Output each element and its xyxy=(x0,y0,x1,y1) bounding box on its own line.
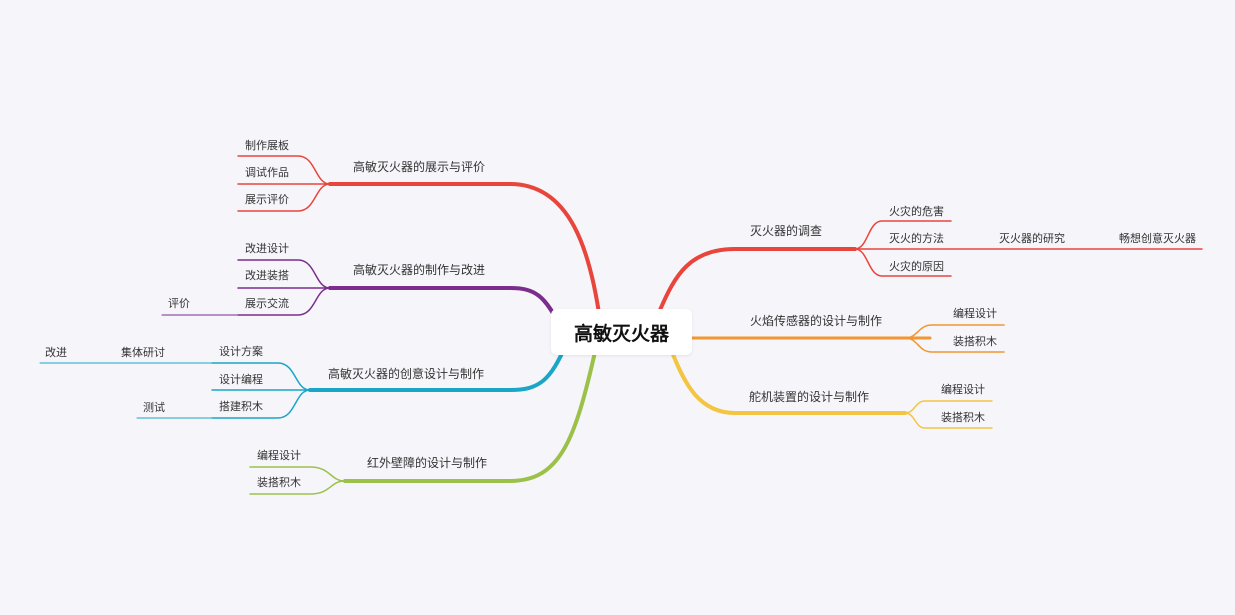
link-b7-c0 xyxy=(904,400,993,414)
leaf-group-discussion[interactable]: 集体研讨 xyxy=(121,346,165,359)
link-b5-c2 xyxy=(854,248,952,277)
link-root-b7 xyxy=(670,350,907,415)
link-b1-c0 xyxy=(237,155,331,185)
link-b2-c2 xyxy=(237,287,331,316)
leaf-assemble-blocks-6[interactable]: 装搭积木 xyxy=(953,335,997,348)
leaf-improve-assembly[interactable]: 改进装搭 xyxy=(245,269,289,282)
link-b3-c0 xyxy=(211,362,311,391)
leaf-programming-design-6[interactable]: 编程设计 xyxy=(953,307,997,320)
leaf-improve-design[interactable]: 改进设计 xyxy=(245,242,289,255)
leaf-test[interactable]: 测试 xyxy=(143,401,165,414)
link-root-b1 xyxy=(328,182,602,322)
leaf-design-plan[interactable]: 设计方案 xyxy=(219,345,263,358)
leaf-programming-design-7[interactable]: 编程设计 xyxy=(941,383,985,396)
leaf-design-programming[interactable]: 设计编程 xyxy=(219,373,263,386)
leaf-make-display-board[interactable]: 制作展板 xyxy=(245,139,289,152)
leaf-programming-design-4[interactable]: 编程设计 xyxy=(257,449,301,462)
link-b2-c0 xyxy=(237,259,331,289)
branch-creative-design[interactable]: 高敏灭火器的创意设计与制作 xyxy=(328,367,485,381)
leaf-extinguisher-research[interactable]: 灭火器的研究 xyxy=(999,232,1065,245)
branch-flame-sensor[interactable]: 火焰传感器的设计与制作 xyxy=(750,314,883,328)
leaf-assemble-blocks-4[interactable]: 装搭积木 xyxy=(257,476,301,489)
link-b6-c1 xyxy=(904,337,1005,353)
branch-showcase-evaluation[interactable]: 高敏灭火器的展示与评价 xyxy=(353,160,486,174)
leaf-fire-causes[interactable]: 火灾的原因 xyxy=(889,260,944,273)
link-b3-c2 xyxy=(211,389,311,419)
leaf-fire-hazards[interactable]: 火灾的危害 xyxy=(889,205,944,218)
link-root-b3 xyxy=(308,343,568,392)
branch-servo-device[interactable]: 舵机装置的设计与制作 xyxy=(749,390,870,404)
leaf-debug-work[interactable]: 调试作品 xyxy=(245,166,289,179)
link-b6-c0 xyxy=(904,324,1005,339)
leaf-show-exchange[interactable]: 展示交流 xyxy=(245,297,289,310)
link-b1-c2 xyxy=(237,183,331,212)
link-root-b5 xyxy=(658,247,857,312)
link-b4-c0 xyxy=(249,466,346,482)
leaf-show-evaluate[interactable]: 展示评价 xyxy=(245,193,289,206)
leaf-improve[interactable]: 改进 xyxy=(45,346,67,359)
link-b7-c1 xyxy=(904,412,993,429)
link-b5-c0 xyxy=(854,220,952,250)
leaf-evaluate[interactable]: 评价 xyxy=(168,297,190,310)
root-node[interactable]: 高敏灭火器 xyxy=(551,309,692,355)
leaf-build-blocks[interactable]: 搭建积木 xyxy=(219,400,263,413)
leaf-imagine-extinguisher[interactable]: 畅想创意灭火器 xyxy=(1119,232,1196,245)
branch-extinguisher-survey[interactable]: 灭火器的调查 xyxy=(750,224,823,238)
branch-make-improve[interactable]: 高敏灭火器的制作与改进 xyxy=(353,263,486,277)
leaf-assemble-blocks-7[interactable]: 装搭积木 xyxy=(941,411,985,424)
link-root-b4 xyxy=(343,350,597,483)
branch-infrared-obstacle[interactable]: 红外壁障的设计与制作 xyxy=(367,456,488,470)
link-root-b2 xyxy=(328,286,564,332)
link-b4-c1 xyxy=(249,480,346,495)
leaf-extinguish-methods[interactable]: 灭火的方法 xyxy=(889,232,944,245)
